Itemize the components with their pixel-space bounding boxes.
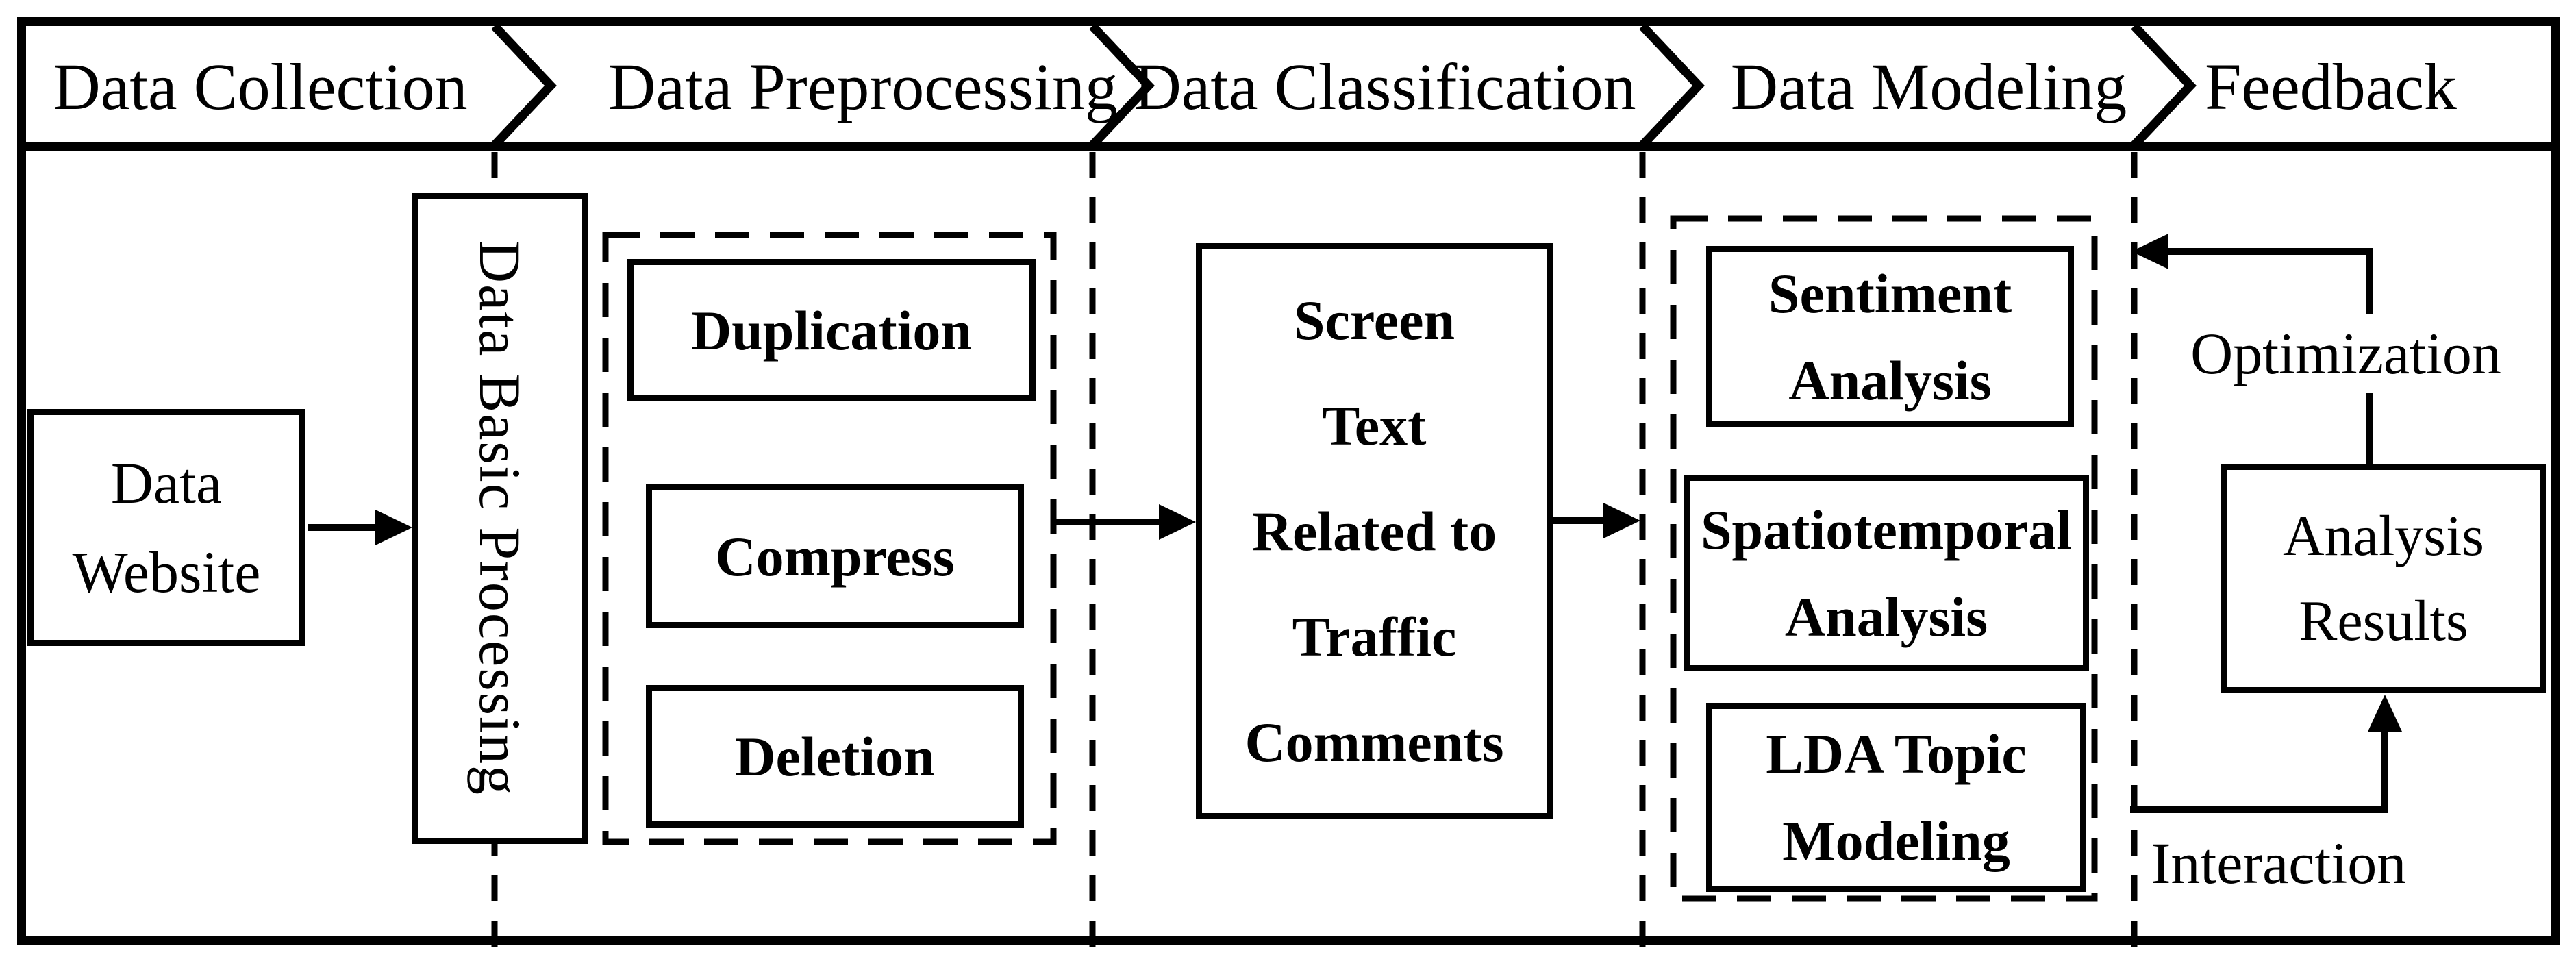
arrow-right-icon [375, 510, 412, 545]
arrow-left-icon [2131, 234, 2168, 269]
analysis-results-line2: Results [2299, 588, 2468, 653]
preprocessing-group-outline [602, 232, 1057, 845]
duplication-box: Duplication [627, 259, 1036, 401]
data-website-box: Data Website [27, 409, 305, 646]
stage-feedback: Feedback [2205, 49, 2457, 123]
compress-box: Compress [646, 484, 1024, 628]
chevron-separator-icon [1089, 23, 1155, 149]
lda-topic-modeling-line1: LDA Topic [1766, 723, 2027, 785]
sentiment-analysis-line1: Sentiment [1768, 262, 2012, 325]
screen-text-line: Text [1322, 394, 1427, 457]
data-basic-processing-label: Data Basic Processing [467, 240, 533, 797]
arrow-up-icon [2368, 695, 2402, 732]
chevron-separator-icon [491, 23, 557, 149]
analysis-results-line1: Analysis [2283, 503, 2484, 568]
sentiment-analysis-line2: Analysis [1788, 349, 1992, 412]
chevron-separator-icon [2131, 23, 2197, 149]
compress-label: Compress [715, 525, 955, 588]
stage-data-collection: Data Collection [53, 49, 468, 123]
deletion-box: Deletion [646, 685, 1024, 828]
duplication-label: Duplication [690, 299, 973, 362]
screen-text-box: Screen Text Related to Traffic Comments [1196, 243, 1553, 819]
arrow-right-icon [1603, 503, 1640, 538]
header-divider-line [17, 142, 2560, 151]
data-website-line1: Data [110, 450, 223, 516]
screen-text-line: Traffic [1292, 605, 1457, 668]
analysis-results-box: Analysis Results [2221, 464, 2546, 693]
screen-text-line: Related to [1251, 499, 1497, 562]
lda-topic-modeling-box: LDA Topic Modeling [1706, 703, 2086, 892]
stage-data-modeling: Data Modeling [1730, 49, 2127, 123]
deletion-label: Deletion [735, 725, 935, 788]
outer-frame [17, 17, 2560, 945]
chevron-separator-icon [1639, 23, 1705, 149]
stage-data-preprocessing: Data Preprocessing [608, 49, 1118, 123]
spatiotemporal-analysis-line2: Analysis [1784, 585, 1988, 648]
data-basic-processing-box: Data Basic Processing [412, 193, 588, 844]
optimization-label: Optimization [2171, 314, 2521, 393]
lda-topic-modeling-line2: Modeling [1782, 810, 2010, 872]
interaction-label: Interaction [2151, 830, 2407, 896]
spatiotemporal-analysis-box: Spatiotemporal Analysis [1684, 475, 2089, 671]
spatiotemporal-analysis-line1: Spatiotemporal [1700, 498, 2073, 561]
stage-data-classification: Data Classification [1134, 49, 1636, 123]
screen-text-line: Comments [1245, 710, 1504, 773]
data-website-line2: Website [72, 539, 261, 605]
sentiment-analysis-box: Sentiment Analysis [1706, 246, 2074, 427]
screen-text-line: Screen [1293, 288, 1455, 351]
arrow-right-icon [1159, 504, 1196, 540]
